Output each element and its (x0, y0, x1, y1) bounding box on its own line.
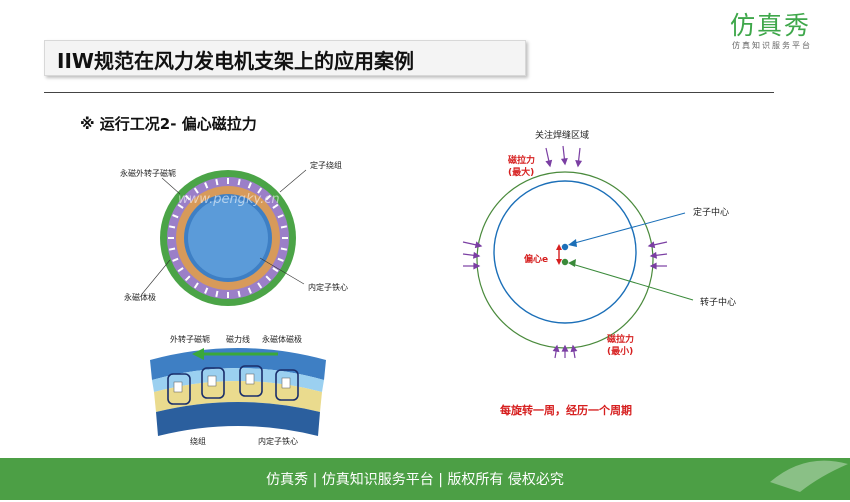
stator-core-inner (188, 198, 268, 278)
magnet-slot (257, 187, 263, 194)
rotation-arrowhead (192, 348, 204, 360)
force-arrowhead (473, 262, 481, 270)
force-arrowhead (474, 241, 483, 249)
force-arrowhead (649, 262, 657, 270)
label-inner-stator-core-2: 内定子铁心 (258, 437, 298, 446)
leader-pole (141, 259, 171, 295)
magnet-slot (172, 214, 179, 219)
flux-loops (167, 365, 299, 405)
brand-logo[interactable]: 仿真秀 仿真知识服务平台 (730, 6, 840, 52)
force-arrowhead (570, 344, 578, 353)
magnet-slot (272, 203, 279, 209)
magnet-slot (265, 194, 272, 201)
label-inner-stator-core: 内定子铁心 (308, 283, 348, 292)
label-outer-rotor-yoke: 永磁外转子磁轭 (120, 169, 176, 178)
ecc-head-up (556, 244, 562, 250)
label-stator-center: 定子中心 (693, 208, 730, 218)
footer-leaf-icon (770, 460, 848, 492)
force-arrowhead (545, 159, 553, 168)
magnet-slot (172, 257, 179, 262)
leader-core (259, 257, 305, 285)
magnet-slot (237, 290, 241, 298)
rotor-center-dot (561, 258, 569, 266)
magnet-slot (280, 247, 288, 251)
magnet-slot (265, 275, 272, 282)
magnet-slot (168, 247, 176, 251)
force-arrowhead (560, 158, 568, 166)
magnet-slot (215, 290, 219, 298)
magnet-slot (237, 178, 241, 186)
stator-pointer-head (568, 239, 577, 247)
magnet-slot (184, 194, 191, 201)
force-arrowhead (473, 251, 481, 259)
label-flux-line: 磁力线 (226, 335, 250, 344)
label-eccentricity: 偏心e (524, 255, 549, 265)
label-rotor-center: 转子中心 (700, 298, 737, 308)
magnet-slot (257, 282, 263, 289)
rotor-pointer-head (568, 259, 576, 267)
magnet-slot (193, 282, 199, 289)
rotor-pointer (571, 263, 694, 301)
outer-yoke-band (150, 348, 326, 380)
footer-text: 仿真秀 | 仿真知识服务平台 | 版权所有 侵权必究 (266, 472, 564, 488)
magnet-slot (215, 178, 219, 186)
label-force-max: 磁拉力 (最大) (508, 156, 536, 178)
logo-name: 仿真秀 (730, 11, 812, 40)
arc-section-figure (150, 348, 326, 436)
title-divider (44, 92, 774, 93)
force-arrowhead (649, 251, 657, 259)
magnet-slot (280, 225, 288, 229)
pole-blocks (173, 373, 291, 393)
section-subtitle: ※ 运行工况2- 偏心磁拉力 (80, 115, 257, 133)
magnet-slot (184, 275, 191, 282)
page-title: IIW规范在风力发电机支架上的应用案例 (57, 49, 414, 73)
stator-circle (493, 180, 637, 324)
magnet-slot (177, 203, 184, 209)
label-force-min: 磁拉力 (最小) (607, 335, 635, 357)
force-arrowhead (552, 344, 560, 353)
core-band (156, 402, 320, 436)
stator-pointer (570, 212, 686, 245)
rotation-caption: 每旋转一周，经历一个周期 (500, 404, 632, 417)
magnet-slot (193, 187, 199, 194)
force-arrowhead (647, 241, 656, 249)
magnet-slot (247, 182, 252, 189)
magnet-slot (168, 225, 176, 229)
magnet-band (152, 368, 324, 392)
magnet-slot (277, 214, 284, 219)
magnet-slot (204, 287, 209, 294)
leader-yoke (161, 177, 181, 195)
label-weld-area: 关注焊缝区域 (535, 131, 590, 141)
magnet-slot (277, 257, 284, 262)
ecc-head-down (556, 259, 562, 265)
force-arrowhead (561, 344, 569, 352)
label-stator-winding: 定子绕组 (310, 161, 342, 170)
magnet-slot (272, 267, 279, 273)
label-magnet-pole: 永磁体极 (124, 293, 156, 302)
footer-bar: 仿真秀 | 仿真知识服务平台 | 版权所有 侵权必究 (0, 458, 850, 500)
label-magnet-pole-2: 永磁体磁极 (262, 335, 302, 344)
label-winding: 绕组 (190, 437, 206, 446)
magnet-slot (177, 267, 184, 273)
watermark: www.pengky.cn (178, 192, 280, 207)
logo-tagline: 仿真知识服务平台 (732, 41, 812, 50)
force-arrowhead (575, 160, 583, 168)
label-outer-rotor-yoke-2: 外转子磁轭 (170, 335, 210, 344)
stator-cross-section-figure (141, 169, 307, 306)
title-box: IIW规范在风力发电机支架上的应用案例 (44, 40, 526, 76)
magnet-slot (204, 182, 209, 189)
magnet-slot (247, 287, 252, 294)
leader-winding (279, 169, 307, 193)
stator-center-dot (561, 243, 569, 251)
winding-band (154, 381, 322, 412)
eccentric-figure (462, 145, 694, 359)
